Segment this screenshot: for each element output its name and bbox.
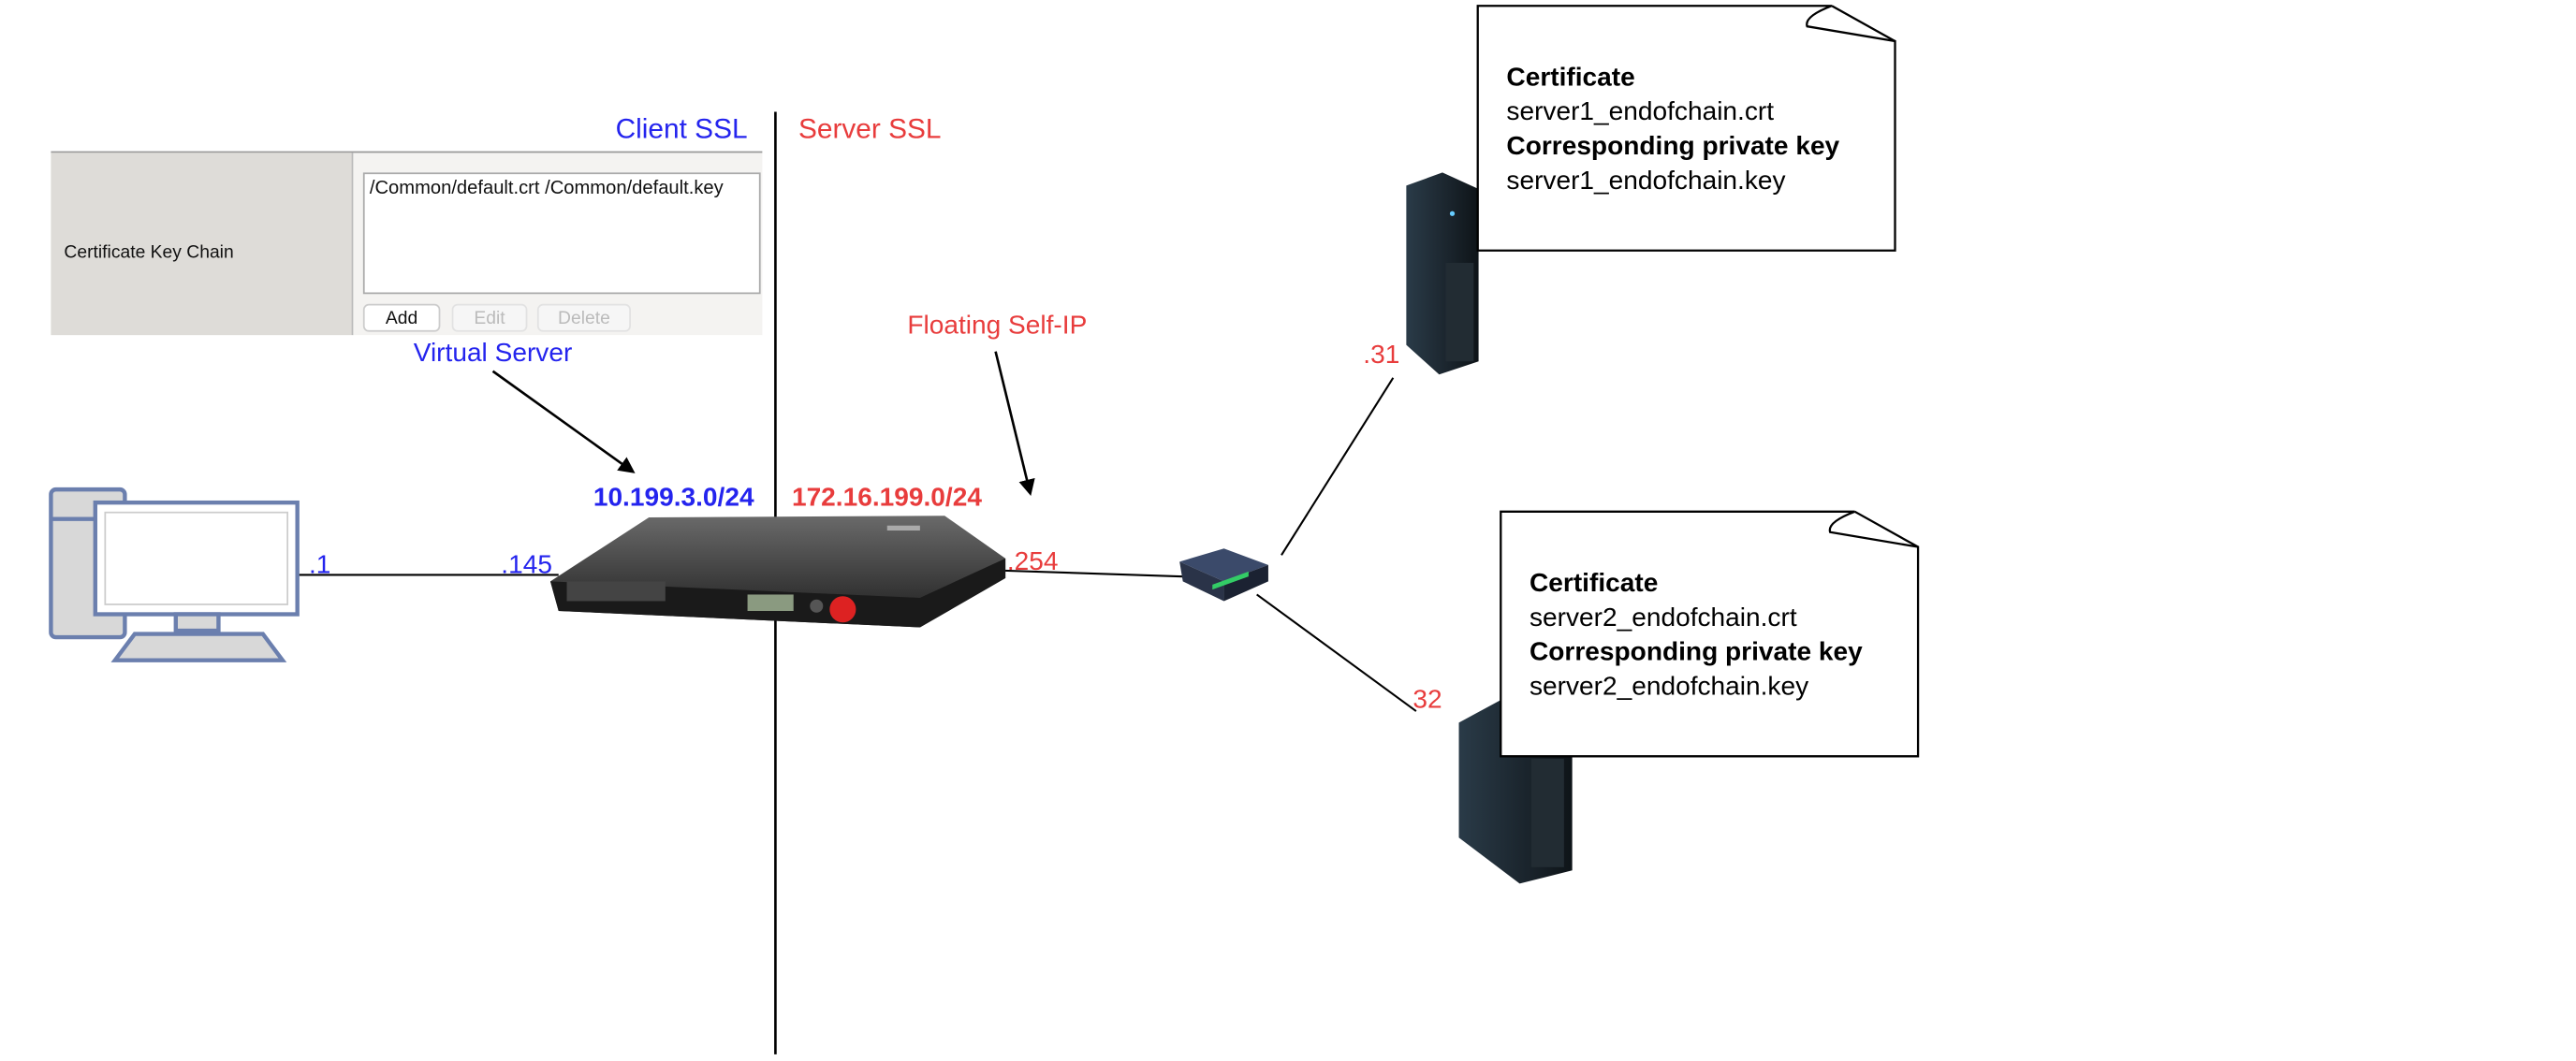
self-ip-label: .254 <box>1007 546 1059 575</box>
vs-ip-label: .145 <box>501 550 552 579</box>
delete-button[interactable]: Delete <box>536 303 631 332</box>
certificate-key-chain-panel: Certificate Key Chain /Common/default.cr… <box>51 151 763 336</box>
key-chain-list-item[interactable]: /Common/default.crt /Common/default.key <box>370 178 724 198</box>
server1-link <box>1281 377 1395 556</box>
server2-link <box>1256 593 1417 712</box>
key-chain-list[interactable] <box>362 172 761 295</box>
key-heading: Corresponding private key <box>1506 131 1839 160</box>
server1-tower-icon <box>1406 172 1479 375</box>
virtual-server-arrow <box>491 370 636 473</box>
network-switch-icon <box>1179 548 1268 602</box>
floating-self-ip-arrow <box>994 351 1035 497</box>
key-filename: server2_endofchain.key <box>1530 672 1808 701</box>
client-ip-label: .1 <box>309 550 330 579</box>
cert-heading: Certificate <box>1506 62 1634 91</box>
client-computer-icon <box>49 487 300 662</box>
svg-text:Edit: Edit <box>474 309 505 328</box>
cert-heading: Certificate <box>1530 568 1658 597</box>
add-button[interactable]: Add <box>362 303 441 332</box>
server1-ip-label: .31 <box>1363 340 1399 369</box>
virtual-server-label: Virtual Server <box>414 338 573 367</box>
server-ssl-label: Server SSL <box>798 114 942 145</box>
server2-ip-label: 32 <box>1412 685 1442 714</box>
cert-filename: server1_endofchain.crt <box>1506 96 1774 125</box>
field-label: Certificate Key Chain <box>64 243 233 263</box>
f5-big-ip-appliance-icon <box>549 516 1006 628</box>
svg-text:Add: Add <box>386 309 417 328</box>
cert-filename: server2_endofchain.crt <box>1530 603 1797 632</box>
key-heading: Corresponding private key <box>1530 637 1863 666</box>
client-ssl-label: Client SSL <box>616 114 748 145</box>
server-subnet-label: 172.16.199.0/24 <box>792 483 982 512</box>
edit-button[interactable]: Edit <box>451 303 528 332</box>
f5-switch-link <box>982 569 1183 578</box>
server1-certificate-callout: Certificate server1_endofchain.crt Corre… <box>1476 5 1896 252</box>
svg-text:Delete: Delete <box>558 309 610 328</box>
server2-certificate-callout: Certificate server2_endofchain.crt Corre… <box>1500 510 1920 758</box>
key-filename: server1_endofchain.key <box>1506 166 1785 195</box>
client-subnet-label: 10.199.3.0/24 <box>593 483 754 512</box>
floating-self-ip-label: Floating Self-IP <box>907 310 1087 339</box>
